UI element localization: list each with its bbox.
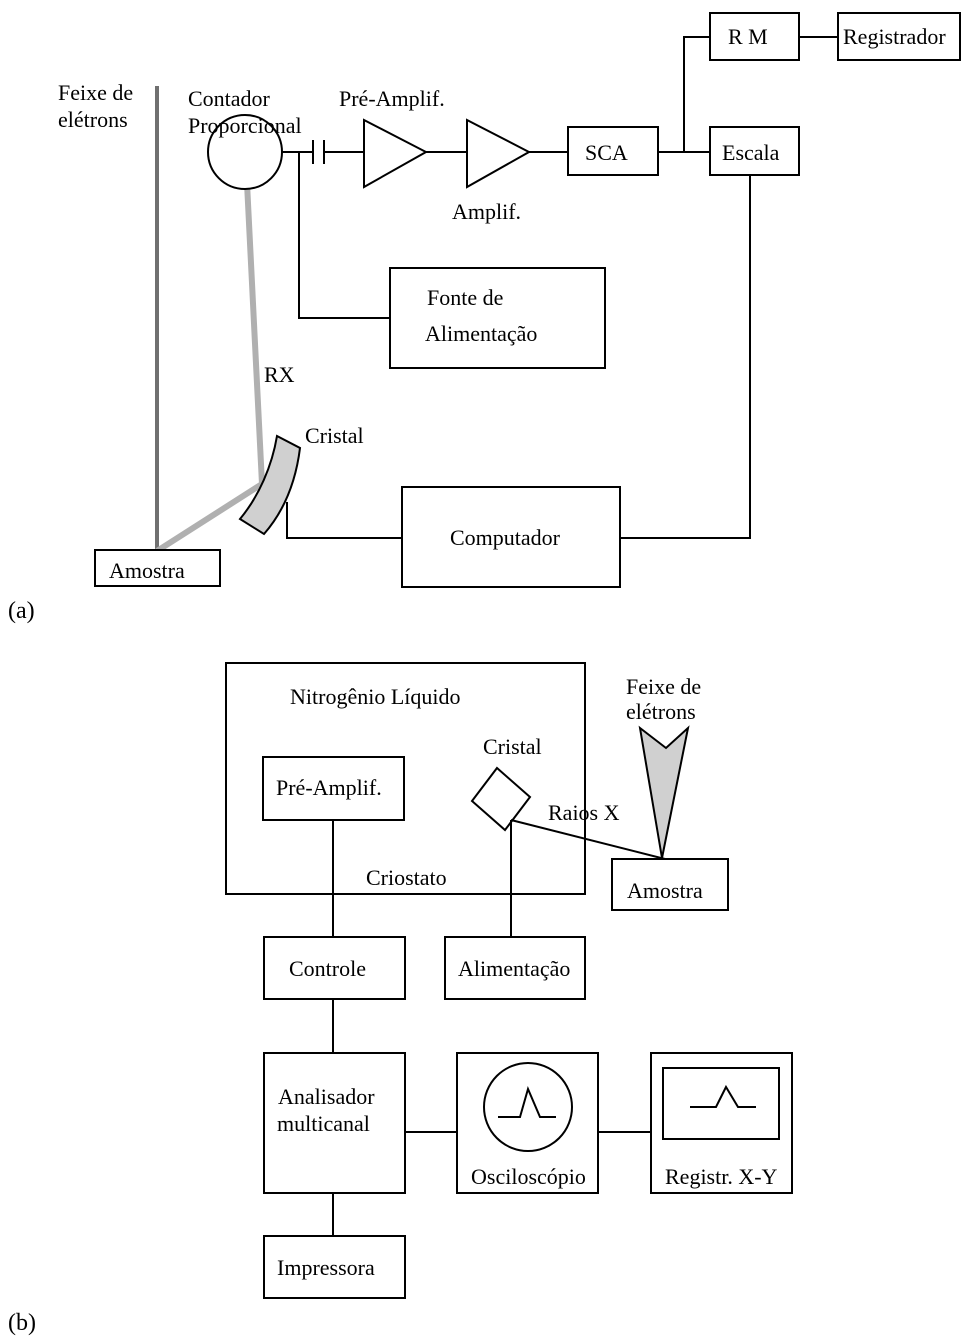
cryostat-label: Criostato: [366, 865, 447, 890]
ln2-label: Nitrogênio Líquido: [290, 684, 460, 709]
ratemeter-label: R M: [728, 24, 768, 49]
preamp-label-b: Pré-Amplif.: [276, 775, 382, 800]
sample-box: [94, 549, 221, 587]
panel-b: Nitrogênio Líquido Criostato Pré-Amplif.…: [8, 662, 793, 1336]
wire-bias-power: [298, 152, 390, 319]
sample-label-b: Amostra: [627, 878, 703, 903]
crystal-diamond: [470, 766, 532, 832]
xray-path: [155, 182, 266, 554]
recorder-label: Registrador: [843, 24, 946, 49]
printer-box: [263, 1235, 406, 1299]
beam-label-b-line2: elétrons: [626, 699, 696, 724]
panel-b-label: (b): [8, 1310, 36, 1336]
printer-label: Impressora: [277, 1255, 375, 1280]
computer-box: [401, 486, 621, 588]
crystal-label-b: Cristal: [483, 734, 542, 759]
power-supply-box: [389, 267, 606, 369]
panel-a-label: (a): [8, 598, 35, 624]
wire-scaler-computer: [620, 175, 751, 539]
xray-line: [510, 819, 666, 860]
mca-box: [263, 1052, 406, 1194]
preamp-triangle: [363, 118, 429, 189]
power-label-line2: Alimentação: [425, 321, 537, 346]
xrays-label: Raios X: [548, 800, 620, 825]
rx-label: RX: [264, 362, 295, 387]
beam-label-line1: Feixe de: [58, 80, 133, 105]
xy-recorder-peak-trace: [690, 1084, 756, 1108]
beam-label-line2: elétrons: [58, 107, 128, 132]
recorder-box: [837, 12, 961, 61]
electron-beam-cone: [638, 725, 690, 859]
control-box: [263, 936, 406, 1000]
oscilloscope-peak-trace: [498, 1086, 556, 1118]
preamp-label: Pré-Amplif.: [339, 86, 445, 111]
power-label-b: Alimentação: [458, 956, 570, 981]
control-label: Controle: [289, 956, 366, 981]
panel-a: Feixe de elétrons RX Amostra Cristal Con…: [8, 12, 961, 624]
oscilloscope-label: Osciloscópio: [471, 1164, 586, 1189]
crystal-shape: [238, 434, 302, 536]
xy-recorder-label: Registr. X-Y: [665, 1164, 778, 1189]
amp-triangle: [466, 118, 532, 189]
xy-recorder-screen: [662, 1067, 780, 1140]
mca-label-line1: Analisador: [278, 1084, 375, 1109]
sample-label: Amostra: [109, 558, 185, 583]
amp-label: Amplif.: [452, 199, 521, 224]
computer-label: Computador: [450, 525, 561, 550]
oscilloscope-screen: [483, 1062, 573, 1152]
sca-box: [567, 126, 659, 176]
crystal-label: Cristal: [305, 423, 364, 448]
beam-label-b-line1: Feixe de: [626, 674, 701, 699]
sample-box-b: [611, 858, 729, 911]
power-label-line1: Fonte de: [427, 285, 503, 310]
counter-label-line2: Proporcional: [188, 113, 302, 138]
wire-sca-rm: [658, 36, 710, 153]
counter-label-line1: Contador: [188, 86, 271, 111]
power-box-b: [444, 936, 586, 1000]
preamp-box: [262, 756, 405, 821]
scaler-label: Escala: [722, 140, 780, 165]
mca-label-line2: multicanal: [277, 1111, 370, 1136]
scaler-box: [709, 126, 800, 176]
wire-crystal-computer: [286, 502, 402, 539]
sca-label: SCA: [585, 140, 628, 165]
